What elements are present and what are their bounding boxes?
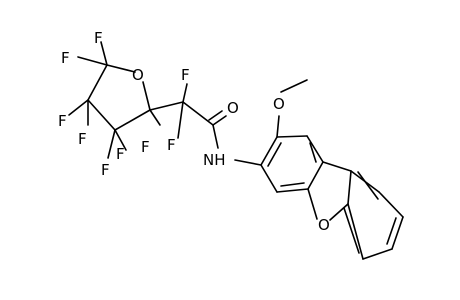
bond xyxy=(306,135,324,163)
atom-label-layer: F F F F F F F F F O O NH O O xyxy=(58,29,330,234)
bond xyxy=(182,83,188,103)
bond xyxy=(142,81,151,111)
fluorine-label: F xyxy=(116,145,125,163)
bond xyxy=(276,188,309,193)
bond xyxy=(386,217,397,245)
fluorine-label: F xyxy=(167,136,176,154)
bond xyxy=(234,159,262,166)
oxygen-label: O xyxy=(273,95,285,113)
bond xyxy=(208,110,223,121)
bond xyxy=(280,79,308,93)
bond xyxy=(280,182,305,187)
bond xyxy=(100,41,108,66)
fluorine-label: F xyxy=(101,161,110,179)
fluorine-label: F xyxy=(78,130,87,148)
bond xyxy=(177,101,184,139)
bond xyxy=(391,216,404,250)
bond xyxy=(343,207,360,254)
bond xyxy=(107,129,116,159)
bond-layer xyxy=(68,41,404,260)
bond xyxy=(322,161,352,172)
bond xyxy=(114,129,127,151)
bond xyxy=(267,142,282,167)
bond xyxy=(68,99,89,116)
bond xyxy=(149,109,161,126)
bond xyxy=(149,101,184,111)
bond xyxy=(106,64,136,73)
oxygen-label: O xyxy=(318,216,330,234)
fluorine-label: F xyxy=(94,29,103,47)
bond xyxy=(307,161,324,190)
fluorine-label: F xyxy=(61,49,70,67)
fluorine-label: F xyxy=(141,138,150,156)
bond xyxy=(329,203,349,221)
bond xyxy=(276,115,280,138)
bond xyxy=(212,124,219,149)
fluorine-label: F xyxy=(181,66,190,84)
bond xyxy=(182,101,214,126)
bond xyxy=(276,135,308,138)
bond xyxy=(357,171,379,200)
bond xyxy=(87,99,116,131)
bond xyxy=(347,170,352,205)
oxygen-label: O xyxy=(227,99,239,117)
bond xyxy=(362,248,393,260)
oxygen-label: O xyxy=(132,66,144,84)
bond xyxy=(347,203,364,260)
fluorine-label: F xyxy=(58,112,67,130)
bond xyxy=(87,64,108,101)
bond xyxy=(309,142,317,163)
bond xyxy=(260,164,278,193)
bond xyxy=(77,56,108,66)
bond xyxy=(212,115,227,126)
bond xyxy=(260,136,278,166)
nitrogen-label: NH xyxy=(203,151,226,169)
bond xyxy=(307,188,318,220)
bond xyxy=(378,191,404,218)
bond xyxy=(114,109,151,131)
